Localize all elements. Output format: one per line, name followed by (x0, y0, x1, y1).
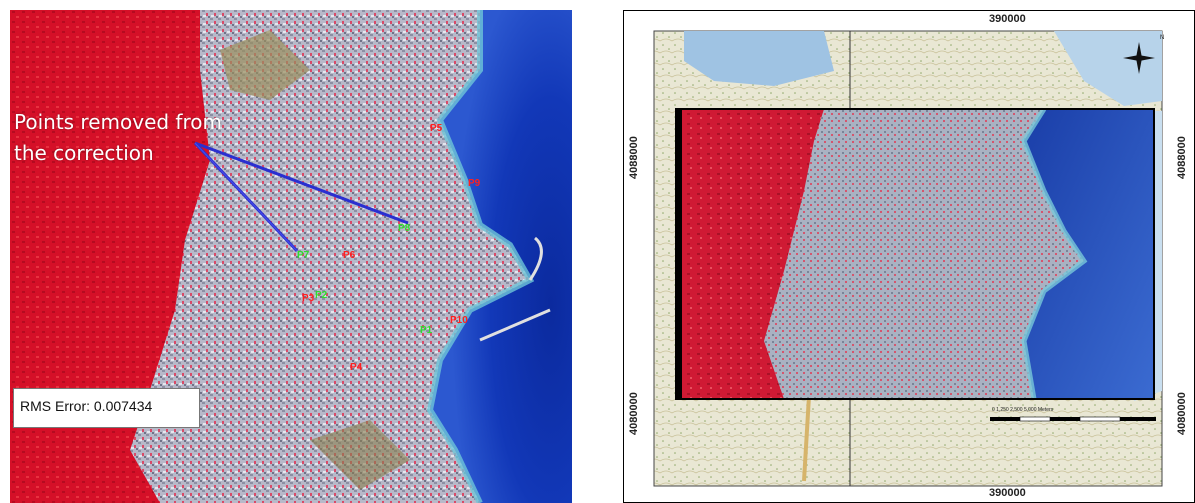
easting-label-top: 390000 (989, 13, 1026, 25)
callout-line: the correction (14, 141, 154, 165)
gcp-label: P9 (468, 178, 481, 189)
callout-arrow (194, 141, 409, 225)
scale-bar (990, 416, 1156, 422)
northing-label-left-bottom: 4080000 (628, 392, 640, 435)
gcp-label-removed: P8 (398, 223, 411, 234)
gcp-label-removed: P1 (420, 325, 433, 336)
satellite-image-panel: P5 P9 P8 P7 P6 P3 P2 P1 P10 P4 Points re… (10, 10, 572, 503)
gcp-label: P10 (450, 315, 468, 326)
gcp-label: P3 (302, 293, 315, 304)
north-arrow-label: N (1160, 35, 1165, 41)
rectified-image (675, 107, 1155, 400)
satellite-image (10, 10, 572, 503)
gcp-label-removed: P2 (315, 290, 328, 301)
topographic-map (653, 30, 1163, 487)
callout-line: Points removed from (14, 110, 222, 134)
gcp-label: P6 (343, 250, 356, 261)
north-arrow-icon (1123, 42, 1155, 74)
northing-label-right-top: 4088000 (1176, 136, 1188, 179)
gcp-label: P5 (430, 123, 443, 134)
callout-text: Points removed from the correction (14, 107, 222, 169)
gcp-label: P4 (350, 362, 363, 373)
northing-label-right-bottom: 4080000 (1176, 392, 1188, 435)
gcp-label-removed: P7 (297, 250, 310, 261)
easting-label-bottom: 390000 (989, 487, 1026, 499)
scale-bar-label: 0 1,250 2,500 5,000 Meters (992, 407, 1054, 413)
northing-label-left-top: 4088000 (628, 136, 640, 179)
rms-error-box: RMS Error: 0.007434 (13, 388, 200, 428)
rectified-map-panel: 390000 390000 4088000 4080000 4088000 40… (623, 10, 1195, 503)
